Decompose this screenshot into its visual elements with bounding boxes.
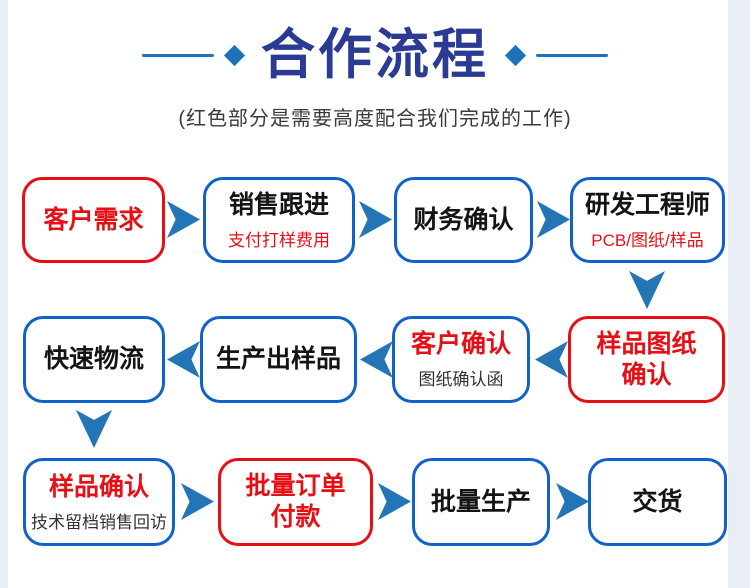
node-title: 财务确认 bbox=[413, 205, 514, 234]
node-subtitle: PCB/图纸/样品 bbox=[591, 230, 704, 250]
node-title: 批量生产 bbox=[430, 487, 531, 516]
arrow-down-icon bbox=[76, 410, 112, 448]
flow-node-produce-sample: 生产出样品 bbox=[200, 316, 357, 403]
flow-node-sample-confirm: 样品确认 技术留档销售回访 bbox=[23, 458, 175, 546]
arrow-right-icon bbox=[359, 201, 392, 238]
node-title: 样品确认 bbox=[48, 472, 149, 501]
node-title: 客户确认 bbox=[410, 330, 511, 358]
arrow-left-icon bbox=[167, 341, 200, 378]
flow-node-delivery: 交货 bbox=[588, 458, 727, 546]
flow-node-customer-confirm: 客户确认 图纸确认函 bbox=[392, 316, 530, 403]
node-title: 样品图纸 bbox=[596, 329, 697, 358]
node-title-line2: 付款 bbox=[270, 503, 321, 531]
ornament-line-left bbox=[142, 53, 214, 57]
node-title: 交货 bbox=[632, 487, 683, 516]
arrow-left-icon bbox=[360, 341, 393, 378]
flow-node-customer-demand: 客户需求 bbox=[22, 177, 165, 263]
flow-node-sample-drawing-confirm: 样品图纸 确认 bbox=[568, 316, 725, 403]
node-title: 客户需求 bbox=[43, 205, 144, 234]
arrow-down-icon bbox=[629, 271, 665, 309]
diamond-icon-left bbox=[223, 44, 246, 66]
node-title: 快速物流 bbox=[43, 345, 144, 373]
node-title: 批量订单 bbox=[245, 472, 346, 500]
flow-node-finance-confirm: 财务确认 bbox=[394, 177, 533, 263]
node-subtitle: 技术留档销售回访 bbox=[31, 512, 167, 532]
diamond-icon-right bbox=[504, 44, 527, 66]
page-gutter-right bbox=[728, 0, 750, 588]
node-title-line2: 确认 bbox=[621, 360, 672, 389]
arrow-right-icon bbox=[537, 201, 570, 238]
flow-node-bulk-production: 批量生产 bbox=[412, 458, 550, 546]
arrow-right-icon bbox=[556, 483, 589, 520]
page-subtitle: (红色部分是需要高度配合我们完成的工作) bbox=[178, 108, 572, 130]
node-subtitle: 支付打样费用 bbox=[228, 230, 330, 250]
page-title: 合作流程 bbox=[261, 25, 489, 85]
node-title: 研发工程师 bbox=[584, 190, 710, 219]
flow-node-rd-engineer: 研发工程师 PCB/图纸/样品 bbox=[570, 177, 725, 263]
page-header: 合作流程 bbox=[0, 22, 750, 88]
node-title: 生产出样品 bbox=[215, 345, 341, 373]
flow-node-fast-logistics: 快速物流 bbox=[23, 316, 165, 403]
flow-node-bulk-order-payment: 批量订单 付款 bbox=[218, 458, 373, 546]
flow-node-sales-follow-up: 销售跟进 支付打样费用 bbox=[203, 177, 355, 263]
arrow-right-icon bbox=[378, 483, 411, 520]
node-title: 销售跟进 bbox=[228, 190, 329, 219]
arrow-right-icon bbox=[181, 483, 214, 520]
arrow-right-icon bbox=[167, 201, 200, 238]
page-gutter-left bbox=[0, 0, 8, 588]
arrow-left-icon bbox=[535, 341, 568, 378]
ornament-line-right bbox=[536, 53, 608, 57]
node-subtitle: 图纸确认函 bbox=[418, 370, 504, 389]
